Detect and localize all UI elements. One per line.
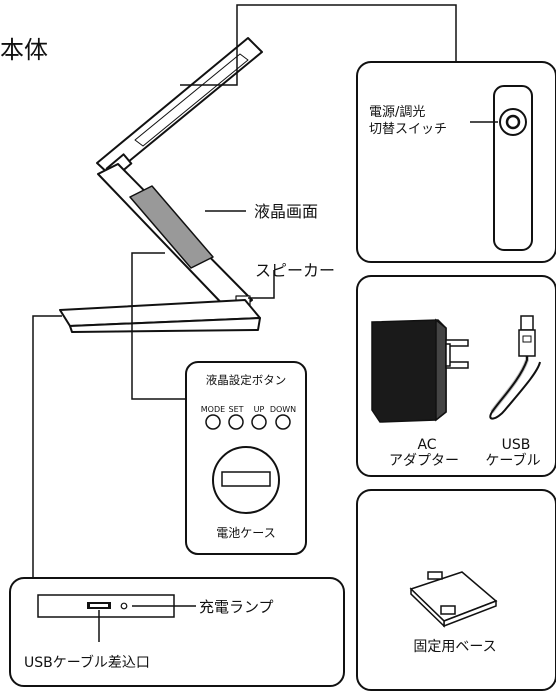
base-icon (409, 571, 498, 628)
charge-lamp-label: 充電ランプ (199, 598, 274, 616)
accessories-panel: AC アダプター USB ケーブル (356, 275, 556, 477)
usb-port-panel: 充電ランプ USBケーブル差込口 (9, 577, 345, 687)
usb-cable-icon (489, 315, 541, 420)
lcd-buttons-title: 液晶設定ボタン (206, 373, 287, 387)
base-label: 固定用ベース (413, 639, 496, 655)
switch-label-line1: 電源/調光 (369, 105, 425, 120)
base-panel: 固定用ベース (356, 489, 556, 691)
charge-lamp-icon (120, 602, 128, 610)
lcd-screen-label: 液晶画面 (254, 202, 318, 221)
up-button (251, 414, 267, 430)
power-switch-panel: 電源/調光 切替スイッチ (356, 61, 556, 263)
lcd-screen (129, 185, 214, 269)
set-button-label: SET (228, 405, 243, 414)
usb-cable-label-line1: USB (502, 437, 531, 453)
down-button (275, 414, 291, 430)
mode-button-label: MODE (201, 405, 225, 414)
lamp-illustration (59, 37, 263, 333)
down-button-label: DOWN (270, 405, 296, 414)
usb-cable-label-line2: ケーブル (485, 452, 540, 469)
title: 本体 (0, 36, 48, 64)
usb-port-label: USBケーブル差込口 (24, 654, 150, 671)
ac-adapter-label-line2: アダプター (389, 453, 459, 469)
ac-adapter-label-line1: AC (417, 437, 436, 453)
ac-adapter-icon (371, 318, 469, 423)
up-button-label: UP (254, 405, 265, 414)
switch-label-line2: 切替スイッチ (369, 122, 447, 137)
battery-case-label: 電池ケース (216, 526, 275, 540)
mode-button (205, 414, 221, 430)
leader-lines (32, 4, 457, 578)
speaker-label: スピーカー (255, 261, 335, 280)
lcd-buttons-panel: 液晶設定ボタン MODE SET UP DOWN 電池ケース (185, 361, 307, 555)
set-button (228, 414, 244, 430)
